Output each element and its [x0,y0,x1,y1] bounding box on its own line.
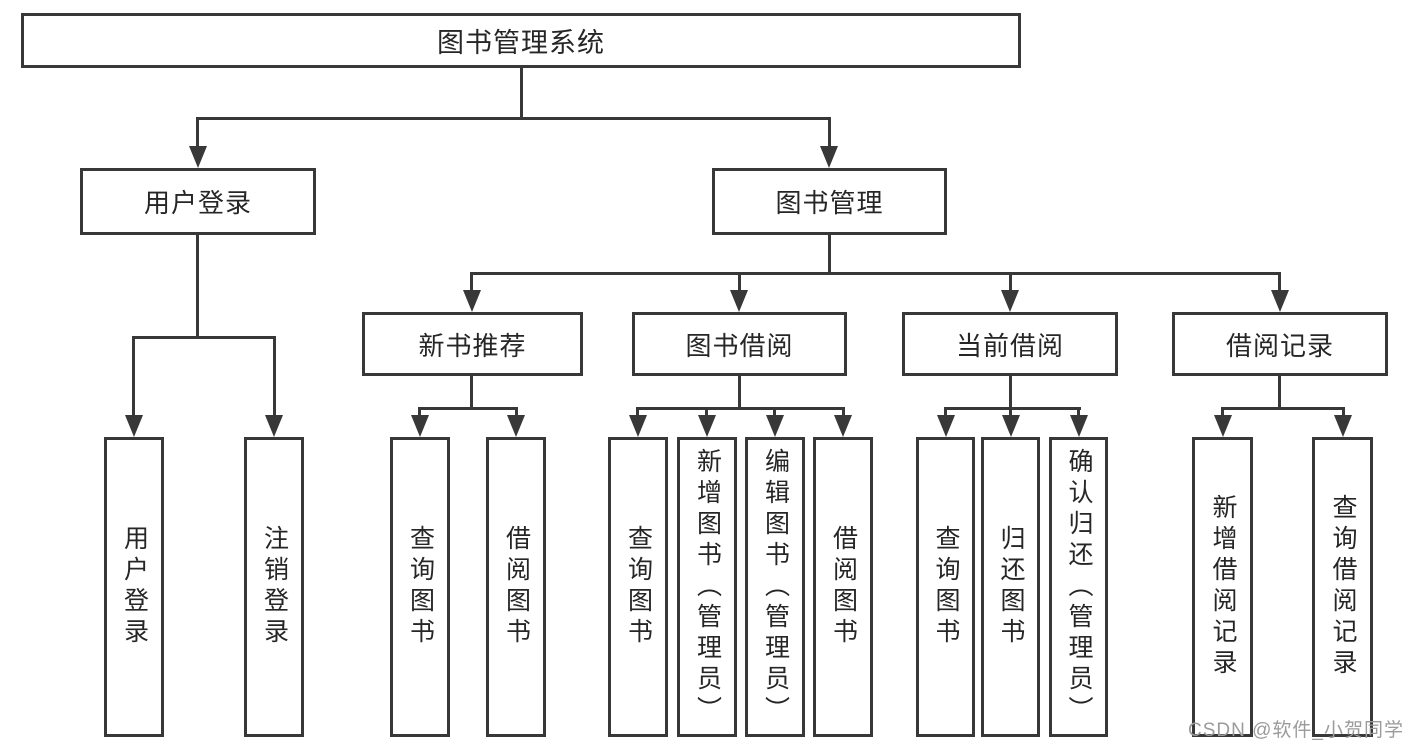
arrowhead-new-book [463,290,481,312]
leaf-bb-borrow-books: 借阅图书 [813,437,873,737]
arrowhead-logout-leaf [265,415,283,437]
csdn-watermark: CSDN @软件_小贺同学 [1188,720,1404,741]
connector-drop-bb-query [636,407,639,417]
connector-borrowing-records-stem [1278,376,1281,410]
arrowhead-br-add [1214,415,1232,437]
connector-drop-bb-add [705,407,708,417]
leaf-cb-query-books-label: 查询图书 [932,525,960,649]
arrowhead-login-leaf [125,415,143,437]
node-root: 图书管理系统 [21,13,1021,68]
connector-current-borrowing-stem [1009,376,1012,410]
leaf-bb-edit-books-label: 编辑图书（管理员） [761,447,790,727]
leaf-user-login-label: 用户登录 [120,525,149,649]
leaf-cb-confirm-return-label: 确认归还（管理员） [1065,447,1093,727]
connector-root-stem [520,68,523,120]
connector-drop-br-query [1342,407,1345,417]
arrowhead-bb-borrow [834,415,852,437]
arrowhead-current-borrowing [1001,290,1019,312]
node-book-borrowing: 图书借阅 [632,312,847,376]
leaf-nbr-borrow-books: 借阅图书 [486,437,546,737]
arrowhead-cb-return [1002,415,1020,437]
arrowhead-cb-confirm [1070,415,1088,437]
connector-user-login-bar [132,336,276,339]
leaf-nbr-borrow-books-label: 借阅图书 [502,525,531,649]
connector-drop-cb-return [1009,407,1012,417]
node-root-label: 图书管理系统 [437,28,605,58]
leaf-logout: 注销登录 [244,437,304,737]
connector-book-management-stem [828,235,831,275]
connector-book-borrowing-bar [636,407,845,410]
leaf-bb-add-books: 新增图书（管理员） [677,437,737,737]
connector-drop-new-book [470,272,473,292]
node-book-management-label: 图书管理 [775,188,884,218]
arrowhead-cb-query [937,415,955,437]
leaf-cb-return-books-label: 归还图书 [997,525,1025,649]
node-new-book-recommend-label: 新书推荐 [418,330,527,361]
leaf-bb-query-books: 查询图书 [608,437,668,737]
connector-drop-current-borrowing [1009,272,1012,292]
connector-drop-book-borrowing [738,272,741,292]
connector-root-bar [196,117,831,120]
connector-new-book-stem [470,376,473,410]
leaf-nbr-query-books: 查询图书 [390,437,450,737]
leaf-nbr-query-books-label: 查询图书 [406,525,435,649]
connector-user-login-stem [196,235,199,339]
node-book-borrowing-label: 图书借阅 [685,330,794,361]
connector-drop-nbr-query [418,407,421,417]
node-borrowing-records-label: 借阅记录 [1225,330,1334,361]
leaf-user-login: 用户登录 [104,437,164,737]
arrowhead-book-management [820,146,838,168]
leaf-bb-add-books-label: 新增图书（管理员） [693,447,722,727]
leaf-cb-query-books: 查询图书 [916,437,975,737]
connector-drop-book-management [828,117,831,148]
arrowhead-borrowing-records [1271,290,1289,312]
connector-borrowing-records-bar [1221,407,1345,410]
arrowhead-user-login [189,146,207,168]
connector-drop-borrowing-records [1278,272,1281,292]
node-user-login: 用户登录 [80,168,316,235]
leaf-bb-query-books-label: 查询图书 [624,525,653,649]
connector-drop-cb-query [944,407,947,417]
leaf-br-query-record: 查询借阅记录 [1312,437,1373,737]
leaf-br-add-record-label: 新增借阅记录 [1209,494,1237,680]
node-borrowing-records: 借阅记录 [1172,312,1388,376]
arrowhead-bb-query [629,415,647,437]
node-new-book-recommend: 新书推荐 [362,312,583,376]
connector-drop-nbr-borrow [515,407,518,417]
leaf-cb-return-books: 归还图书 [981,437,1040,737]
leaf-cb-confirm-return: 确认归还（管理员） [1049,437,1108,737]
connector-drop-br-add [1221,407,1224,417]
node-user-login-label: 用户登录 [143,188,252,218]
leaf-logout-label: 注销登录 [260,525,289,649]
node-current-borrowing-label: 当前借阅 [955,330,1064,361]
leaf-br-add-record: 新增借阅记录 [1192,437,1253,737]
arrowhead-bb-edit [766,415,784,437]
arrowhead-bb-add [698,415,716,437]
connector-new-book-bar [418,407,518,410]
connector-book-management-bar [470,272,1281,275]
connector-drop-bb-edit [773,407,776,417]
arrowhead-nbr-borrow [507,415,525,437]
leaf-bb-borrow-books-label: 借阅图书 [829,525,858,649]
connector-drop-user-login [196,117,199,148]
arrowhead-nbr-query [411,415,429,437]
arrowhead-book-borrowing [730,290,748,312]
node-book-management: 图书管理 [712,168,947,235]
connector-drop-bb-borrow [842,407,845,417]
node-current-borrowing: 当前借阅 [902,312,1118,376]
leaf-bb-edit-books: 编辑图书（管理员） [745,437,805,737]
connector-book-borrowing-stem [738,376,741,410]
connector-drop-login-leaf [132,336,135,417]
leaf-br-query-record-label: 查询借阅记录 [1329,494,1357,680]
connector-drop-cb-confirm [1077,407,1080,417]
connector-current-borrowing-bar [944,407,1081,410]
arrowhead-br-query [1334,415,1352,437]
connector-drop-logout-leaf [273,336,276,417]
